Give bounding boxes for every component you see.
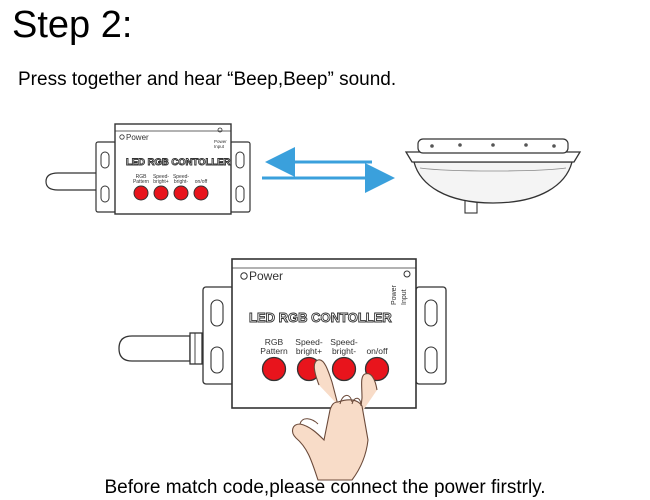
btn3-label-1: Speed-: [173, 174, 189, 180]
power-label-large: Power: [249, 269, 283, 283]
rgb-pattern-button-large[interactable]: [261, 356, 287, 382]
power-input-label-large-1: Power: [391, 284, 398, 305]
double-arrow-icon: [262, 147, 395, 193]
instruction-text: Press together and hear “Beep,Beep” soun…: [18, 69, 397, 90]
speed-bright-up-button[interactable]: [153, 185, 169, 201]
pressing-hand-icon: [291, 359, 378, 481]
antenna-icon-large: [118, 332, 203, 365]
btn2-label-large-1: Speed-: [295, 337, 323, 347]
btn3-label-large-1: Speed-: [330, 337, 358, 347]
controller-title: LED RGB CONTOLLER: [126, 157, 230, 168]
speed-bright-down-button-large[interactable]: [331, 356, 357, 382]
pool-light-icon: [404, 138, 582, 214]
btn1-label-2: Pattern: [133, 179, 149, 185]
on-off-button[interactable]: [193, 185, 209, 201]
btn1-label-large-2: Pattern: [260, 346, 288, 356]
btn4-label: on/off: [195, 179, 208, 185]
power-label: Power: [126, 133, 149, 142]
power-indicator-icon: [119, 134, 125, 140]
power-input-label-large-2: Input: [401, 289, 408, 305]
step-title: Step 2:: [12, 4, 133, 46]
btn1-label-large-1: RGB: [265, 337, 284, 347]
btn4-label-large: on/off: [366, 346, 388, 356]
btn3-label-large-2: bright-: [332, 346, 356, 356]
small-controller: Power Power Input LED RGB CONTOLLER RGB …: [45, 123, 251, 215]
large-controller: Power Power Input LED RGB CONTOLLER RGB …: [118, 258, 447, 409]
btn2-label-1: Speed-: [153, 174, 169, 180]
power-indicator-icon-large: [240, 272, 248, 280]
btn2-label-large-2: bright+: [296, 346, 322, 356]
rgb-pattern-button[interactable]: [133, 185, 149, 201]
btn1-label-1: RGB: [136, 174, 148, 180]
controller-body: [114, 123, 232, 215]
power-input-label-2: Input: [214, 144, 225, 149]
power-input-label-1: Power: [214, 139, 227, 144]
speed-bright-down-button[interactable]: [173, 185, 189, 201]
footer-note: Before match code,please connect the pow…: [104, 477, 546, 498]
btn2-label-2: bright+: [153, 179, 169, 185]
btn3-label-2: bright-: [174, 179, 189, 185]
controller-title-large: LED RGB CONTOLLER: [249, 310, 392, 325]
